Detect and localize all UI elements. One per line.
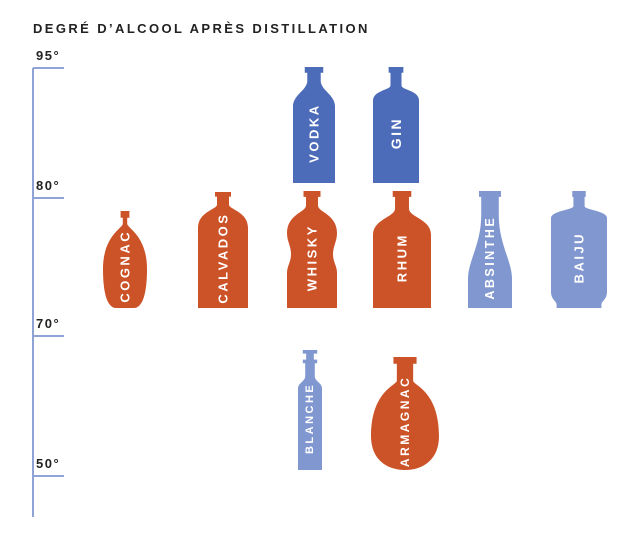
y-tick-label-3: 50° (36, 456, 60, 471)
bottle-calvados: CALVADOS (198, 192, 248, 308)
bottle-rhum-shape (373, 191, 431, 308)
bottle-armagnac: ARMAGNAC (371, 357, 439, 470)
bottle-rhum: RHUM (373, 191, 431, 308)
bottle-vodka-shape (293, 67, 335, 183)
bottle-absinthe-shape (468, 191, 512, 308)
bottle-rhum-label: RHUM (395, 233, 410, 282)
bottle-baiju: BAIJU (551, 191, 607, 308)
bottle-baiju-shape (551, 191, 607, 308)
bottle-vodka-label: VODKA (307, 103, 322, 162)
bottle-cognac: COGNAC (103, 211, 147, 308)
bottle-armagnac-label: ARMAGNAC (398, 376, 412, 467)
y-tick-label-2: 70° (36, 316, 60, 331)
chart-title: DEGRÉ D’ALCOOL APRÈS DISTILLATION (33, 21, 370, 36)
bottle-gin: GIN (373, 67, 419, 183)
y-axis: 95° 80° 70° 50° (32, 48, 64, 517)
bottle-whisky: WHISKY (287, 191, 337, 308)
bottle-gin-shape (373, 67, 419, 183)
bottle-absinthe-label: ABSINTHE (483, 216, 497, 300)
bottle-whisky-label: WHISKY (305, 224, 320, 291)
bottle-vodka: VODKA (293, 67, 335, 183)
bottle-calvados-shape (198, 192, 248, 308)
bottle-whisky-shape (287, 191, 337, 308)
bottle-baiju-label: BAIJU (572, 232, 587, 284)
y-tick-label-1: 80° (36, 178, 60, 193)
bottle-calvados-label: CALVADOS (216, 213, 231, 304)
bottle-blanche-shape (298, 350, 322, 470)
bottles: COGNAC CALVADOS WHISKY RHUM ABSINTHE BAIJU VOD… (103, 67, 607, 470)
bottle-armagnac-shape (371, 357, 439, 470)
bottle-blanche-label: BLANCHE (304, 383, 316, 454)
bottle-cognac-shape (103, 211, 147, 308)
bottle-cognac-label: COGNAC (118, 230, 133, 303)
y-tick-label-0: 95° (36, 48, 60, 63)
bottle-gin-label: GIN (388, 117, 404, 149)
bottle-blanche: BLANCHE (298, 350, 322, 470)
bottle-absinthe: ABSINTHE (468, 191, 512, 308)
